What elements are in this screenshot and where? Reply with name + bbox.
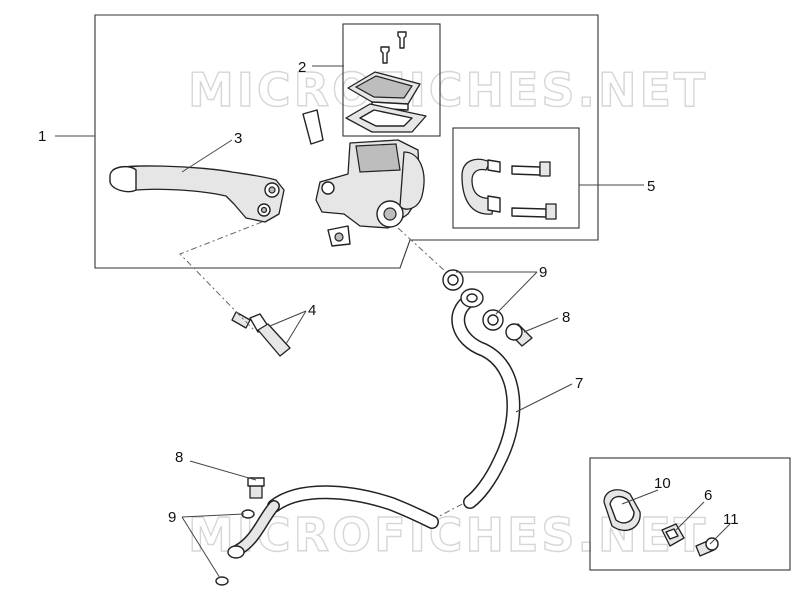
reservoir-screws <box>380 31 407 64</box>
accessory-box <box>589 457 791 571</box>
callout-8-lower: 8 <box>175 449 183 466</box>
callout-4: 4 <box>308 302 316 319</box>
reservoir-cover <box>347 71 421 111</box>
upper-washers <box>442 269 504 331</box>
callout-5: 5 <box>647 178 655 195</box>
callout-10: 10 <box>654 475 671 492</box>
brake-hose <box>227 288 521 559</box>
callout-8-upper: 8 <box>562 309 570 326</box>
reservoir-box <box>342 23 441 137</box>
callout-6: 6 <box>704 487 712 504</box>
lower-banjo-bolt <box>247 477 265 499</box>
callout-3: 3 <box>234 130 242 147</box>
lever-pin <box>231 311 291 357</box>
watermark-top: MICROFICHES.NET <box>188 63 708 117</box>
reservoir-gasket <box>345 103 427 133</box>
brake-lever <box>109 165 285 223</box>
assembly-frame <box>94 14 599 269</box>
accessory-screw <box>695 537 719 557</box>
pin-axis-line <box>179 221 263 331</box>
clamp-box <box>452 127 580 229</box>
leader-lines <box>55 65 731 579</box>
spring-nut <box>661 523 685 547</box>
handlebar-clamp <box>461 158 557 220</box>
callout-2: 2 <box>298 59 306 76</box>
callout-1: 1 <box>38 128 46 145</box>
lower-washers <box>215 509 255 586</box>
hose-clip <box>603 489 641 531</box>
hose-axis-line <box>397 227 447 273</box>
callout-9-lower: 9 <box>168 509 176 526</box>
upper-banjo-bolt <box>505 323 533 347</box>
master-cylinder <box>302 109 425 247</box>
callout-9-upper: 9 <box>539 264 547 281</box>
callout-7: 7 <box>575 375 583 392</box>
callout-11: 11 <box>723 511 739 528</box>
